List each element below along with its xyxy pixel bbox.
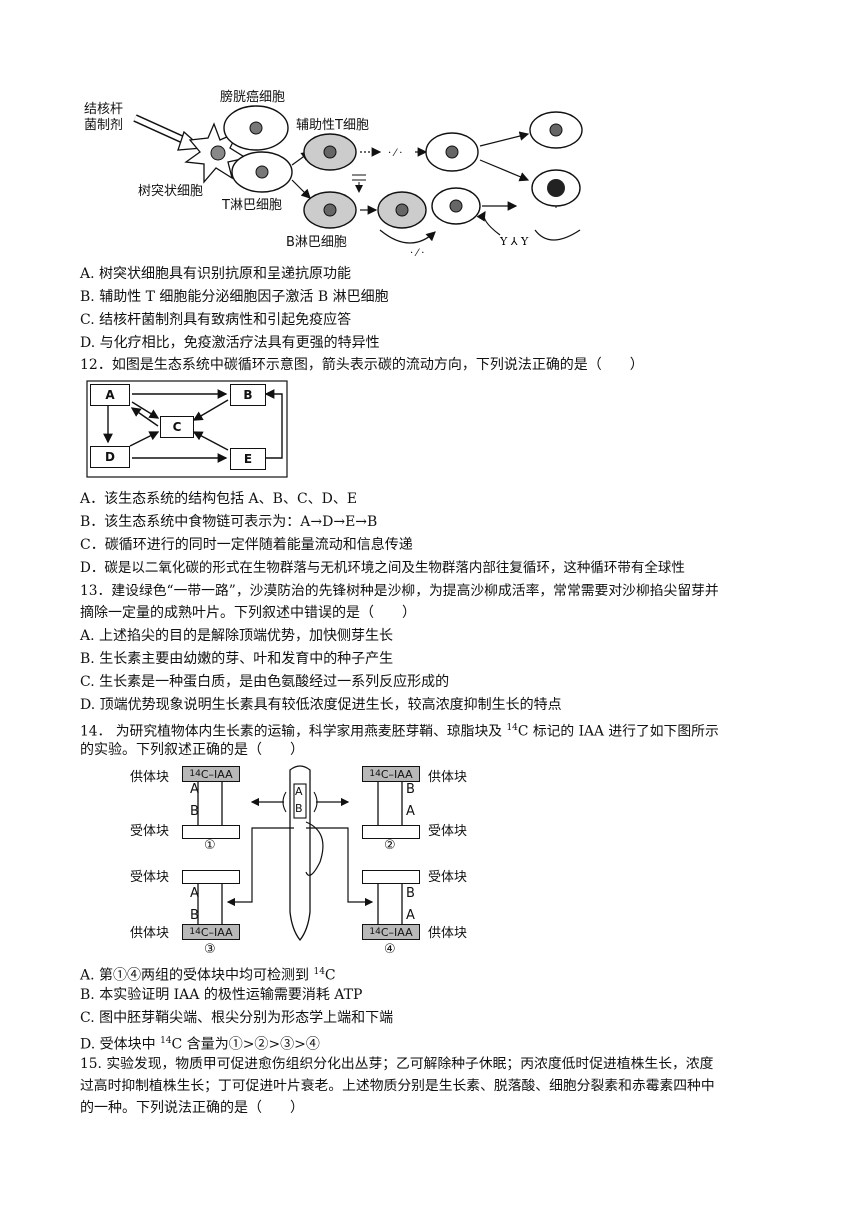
- q12-option-d: D．碳是以二氧化碳的形式在生物群落与无机环境之间及生物群落内部往复循环，这种循环…: [80, 560, 685, 576]
- receiver-block-4: [362, 870, 420, 884]
- iaa-block-3-sup: 14: [189, 927, 201, 937]
- group-number-1: ①: [204, 838, 216, 853]
- q14-option-d-sup: 14: [160, 1036, 172, 1046]
- label-t-lymph: T淋巴细胞: [222, 198, 282, 213]
- q14-stem-part2: C 标记的 IAA 进行了如下图所示: [517, 723, 719, 740]
- seedling-seg-a: A: [295, 785, 303, 798]
- svg-text:· ⁄ ·: · ⁄ ·: [410, 248, 424, 259]
- label-receiver-1: 受体块: [130, 824, 170, 839]
- seg-b-3: B: [190, 908, 199, 923]
- label-donor-3: 供体块: [130, 926, 170, 941]
- iaa-block-1-sup: 14: [189, 769, 201, 779]
- q12-stem: 12．如图是生态系统中碳循环示意图，箭头表示碳的流动方向，下列说法正确的是（ ）: [80, 357, 644, 373]
- label-donor-1: 供体块: [130, 770, 170, 785]
- q14-option-d-post: C 含量为①>②>③>④: [171, 1036, 320, 1053]
- q15-line3: 的一种。下列说法正确的是（ ）: [80, 1100, 304, 1116]
- q14-option-a: A. 第①④两组的受体块中均可检测到 14C: [80, 962, 336, 986]
- q14-stem-sup: 14: [506, 723, 518, 733]
- immune-diagram: · ⁄ · · ⁄ · Y ⅄ Y 结核杆 菌制剂 膀胱癌细胞 辅助性T细胞 树…: [80, 80, 600, 265]
- label-donor-2: 供体块: [428, 770, 468, 785]
- node-c: C: [160, 416, 194, 438]
- group-number-3: ③: [204, 942, 216, 957]
- label-tb-agent-line1: 结核杆: [84, 102, 124, 117]
- iaa-block-2-sup: 14: [369, 769, 381, 779]
- seedling-seg-b: B: [295, 802, 303, 815]
- iaa-block-3-text: C–IAA: [200, 925, 233, 939]
- q11-option-a: A. 树突状细胞具有识别抗原和呈递抗原功能: [80, 266, 352, 282]
- q11-option-b: B. 辅助性 T 细胞能分泌细胞因子激活 B 淋巴细胞: [80, 289, 389, 305]
- q11-option-c: C. 结核杆菌制剂具有致病性和引起免疫应答: [80, 312, 352, 328]
- q14-option-c: C. 图中胚芽鞘尖端、根尖分别为形态学上端和下端: [80, 1010, 394, 1026]
- q15-line1: 15. 实验发现，物质甲可促进愈伤组织分化出丛芽；乙可解除种子休眠；丙浓度低时促…: [80, 1056, 714, 1072]
- label-receiver-4: 受体块: [428, 870, 468, 885]
- q13-stem-line2: 摘除一定量的成熟叶片。下列叙述中错误的是（ ）: [80, 605, 416, 621]
- seg-a-3: A: [190, 886, 199, 901]
- q13-option-b: B. 生长素主要由幼嫩的芽、叶和发育中的种子产生: [80, 651, 394, 667]
- seg-b-4: B: [406, 886, 415, 901]
- iaa-block-1-text: C–IAA: [200, 767, 233, 781]
- svg-text:Y ⅄ Y: Y ⅄ Y: [499, 235, 529, 248]
- node-a: A: [90, 384, 130, 406]
- receiver-block-2: [362, 825, 420, 839]
- carbon-cycle-diagram: A B C D E: [86, 380, 296, 480]
- q13-option-c: C. 生长素是一种蛋白质，是由色氨酸经过一系列反应形成的: [80, 674, 450, 690]
- q14-option-b: B. 本实验证明 IAA 的极性运输需要消耗 ATP: [80, 987, 363, 1003]
- receiver-block-1: [182, 825, 240, 839]
- label-donor-4: 供体块: [428, 926, 468, 941]
- immune-diagram-graphic: · ⁄ · · ⁄ · Y ⅄ Y: [133, 105, 583, 259]
- seg-a-2: A: [406, 804, 415, 819]
- node-d: D: [90, 446, 130, 468]
- receiver-block-3: [182, 870, 240, 884]
- q14-stem-part1: 14． 为研究植物体内生长素的运输，科学家用燕麦胚芽鞘、琼脂块及: [80, 723, 507, 740]
- group-number-4: ④: [384, 942, 396, 957]
- q12-option-a: A．该生态系统的结构包括 A、B、C、D、E: [80, 491, 358, 507]
- q12-option-b: B．该生态系统中食物链可表示为：A→D→E→B: [80, 514, 378, 530]
- label-b-lymph: B淋巴细胞: [286, 235, 347, 250]
- q14-option-a-pre: A. 第①④两组的受体块中均可检测到: [80, 967, 314, 984]
- q12-option-c: C．碳循环进行的同时一定伴随着能量流动和信息传递: [80, 537, 413, 553]
- group-number-2: ②: [384, 838, 396, 853]
- label-tb-agent-line2: 菌制剂: [84, 118, 124, 133]
- q14-option-a-sup: 14: [313, 967, 325, 977]
- q11-option-d: D. 与化疗相比，免疫激活疗法具有更强的特异性: [80, 335, 380, 351]
- q13-option-a: A. 上述掐尖的目的是解除顶端优势，加快侧芽生长: [80, 628, 394, 644]
- label-bladder-cancer: 膀胱癌细胞: [220, 90, 286, 105]
- q14-stem-line1: 14． 为研究植物体内生长素的运输，科学家用燕麦胚芽鞘、琼脂块及 14C 标记的…: [80, 718, 719, 742]
- q14-stem-line2: 的实验。下列叙述正确的是（ ）: [80, 742, 304, 758]
- seg-b-2: B: [406, 782, 415, 797]
- q14-option-d-pre: D. 受体块中: [80, 1036, 161, 1053]
- svg-text:· ⁄ ·: · ⁄ ·: [388, 148, 402, 159]
- iaa-experiment-graphic: [197, 765, 403, 942]
- iaa-block-4-text: C–IAA: [380, 925, 413, 939]
- label-receiver-2: 受体块: [428, 824, 468, 839]
- q14-option-a-post: C: [324, 967, 336, 984]
- label-dendritic: 树突状细胞: [138, 184, 204, 199]
- seg-a-1: A: [190, 782, 199, 797]
- carbon-cycle-arrows: [86, 380, 288, 478]
- q14-option-d: D. 受体块中 14C 含量为①>②>③>④: [80, 1031, 320, 1055]
- seg-b-1: B: [190, 804, 199, 819]
- q13-option-d: D. 顶端优势现象说明生长素具有较低浓度促进生长，较高浓度抑制生长的特点: [80, 697, 562, 713]
- iaa-block-2-text: C–IAA: [380, 767, 413, 781]
- seg-a-4: A: [406, 908, 415, 923]
- label-helper-t: 辅助性T细胞: [296, 118, 369, 133]
- label-receiver-3: 受体块: [130, 870, 170, 885]
- iaa-block-4-sup: 14: [369, 927, 381, 937]
- q13-stem-line1: 13．建设绿色“一带一路”，沙漠防治的先锋树种是沙柳，为提高沙柳成活率，常常需要…: [80, 583, 719, 599]
- node-b: B: [230, 384, 266, 406]
- q15-line2: 过高时抑制植株生长；丁可促进叶片衰老。上述物质分别是生长素、脱落酸、细胞分裂素和…: [80, 1078, 715, 1094]
- node-e: E: [230, 448, 266, 470]
